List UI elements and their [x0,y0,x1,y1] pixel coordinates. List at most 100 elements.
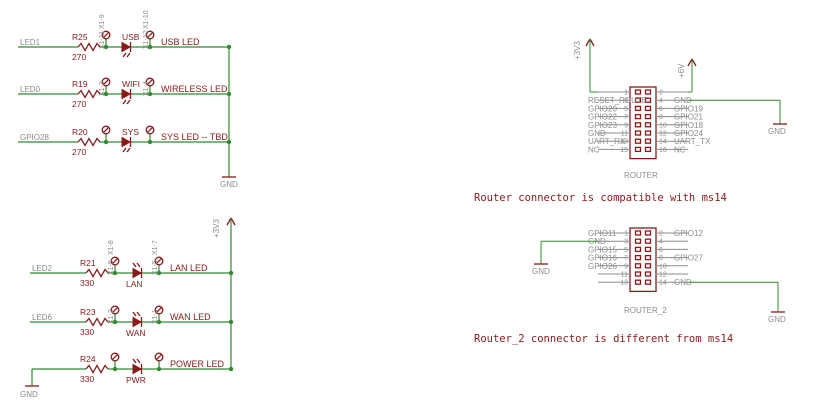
pin-signal-label: GPIO24 [674,129,703,138]
pin-signal-label: GPIO18 [674,121,703,130]
connector-pin-pad [634,105,642,112]
led-net-label: USB LED [161,37,200,47]
pin-number: 4 [659,98,663,105]
resistor-ref: R25 [72,32,88,42]
resistor-ref: R23 [80,307,96,317]
pin-number: 9 [624,122,628,129]
pin-number: 16 [659,147,667,154]
resistor-symbol [85,364,109,374]
router-note: Router connector is compatible with ms14 [474,192,727,204]
testpoint-slash [102,78,110,86]
resistor-ref: R24 [80,354,96,364]
pin-signal-label: GPIO21 [674,113,703,122]
pin-number: 5 [624,247,628,254]
pin-number: 11 [621,131,628,138]
connector-ref: ROUTER [624,171,658,180]
testpoint-symbol [101,125,111,135]
connector-body [629,227,657,293]
testpoint-symbol [101,77,111,87]
connector-pin-pad [644,122,652,128]
pin-signal-label: UART_RX [588,137,626,146]
testpoint-symbol [154,352,164,362]
supply-arrow [589,38,595,47]
led-emit-arrow [132,262,137,268]
connector-pin-pad [644,230,652,236]
pin-number: 6 [659,247,663,254]
tp-ref: X1-5 [152,260,159,275]
testpoint-slash [155,353,163,361]
tp-ref: X1-1 [152,309,159,324]
led-ref: WAN [126,328,146,338]
resistor-value: 270 [72,147,86,157]
pin-number: 7 [624,114,628,121]
led-net-label: WIRELESS LED [161,84,228,94]
connector-pin-pad [644,146,652,153]
supply-arrow [226,217,232,226]
connector-pin-pad [644,138,652,144]
led-anode-triangle [132,316,143,328]
pin-number: 2 [659,231,663,238]
pin-signal-label: GPIO20 [588,104,617,113]
connector-pin-pad [644,279,652,285]
tp-ref: X1-12 [143,30,150,49]
pin-number: 9 [624,263,628,270]
pin-signal-label: GPIO16 [588,254,617,263]
tp-ref: X1-11 [99,31,106,49]
led-emit-arrow [136,311,141,317]
testpoint-slash [111,257,119,265]
connector-pin-pad [634,89,642,95]
led-anode-triangle [121,136,132,148]
connector-pin-pad [634,246,642,253]
led-net-label: WAN LED [170,312,211,322]
connector-body [629,86,657,160]
led-emit-arrow [126,147,131,153]
testpoint-symbol [110,305,120,315]
testpoint-symbol [145,77,155,87]
testpoint-symbol [154,305,164,315]
supply-label: +3V3 [212,219,221,238]
pin-signal-label: GND [674,96,692,105]
testpoint-slash [155,306,163,314]
tp-ref: X1-10 [143,10,150,29]
led-ref: WIFI [122,79,140,89]
pin-number: 3 [624,98,628,105]
connector-pin-pad [644,105,652,112]
connector-pin-pad [634,254,642,261]
connector-pin-pad [634,130,642,136]
pin-signal-label: GPIO19 [674,104,703,113]
led-emit-arrow [126,52,131,58]
testpoint-slash [155,257,163,265]
pin-number: 14 [659,139,667,146]
supply-arrow [687,58,693,67]
testpoint-symbol [110,256,120,266]
led-ref: USB [122,32,140,42]
connector-pin-pad [634,113,642,120]
pin-signal-label: GND [674,278,692,287]
pin-signal-label: RESET_ROUTE [588,96,647,105]
resistor-symbol [85,317,109,327]
testpoint-slash [146,126,154,134]
led-emit-arrow [122,147,127,153]
pin-signal-label: UART_TX [674,137,711,146]
supply-label: +3V3 [573,41,582,60]
connector-pin-pad [634,138,642,144]
pin-number: 12 [659,131,667,138]
connector-pin-pad [644,97,652,103]
gnd-label: GND [768,315,786,324]
testpoint-slash [111,306,119,314]
pin-number: 1 [624,231,628,238]
resistor-ref: R19 [72,79,88,89]
resistor-value: 270 [72,52,86,62]
resistor-value: 330 [80,374,94,384]
led-emit-arrow [132,358,137,364]
pin-number: 14 [659,280,667,287]
junction-dot [228,270,234,276]
pin-signal-label: NC [588,145,600,154]
connector-pin-pad [644,254,652,261]
pin-number: 8 [659,114,663,121]
pin-signal-label: GPIO11 [588,229,617,238]
testpoint-symbol [145,30,155,40]
pin-number: 1 [624,90,628,97]
pin-number: 6 [659,106,663,113]
